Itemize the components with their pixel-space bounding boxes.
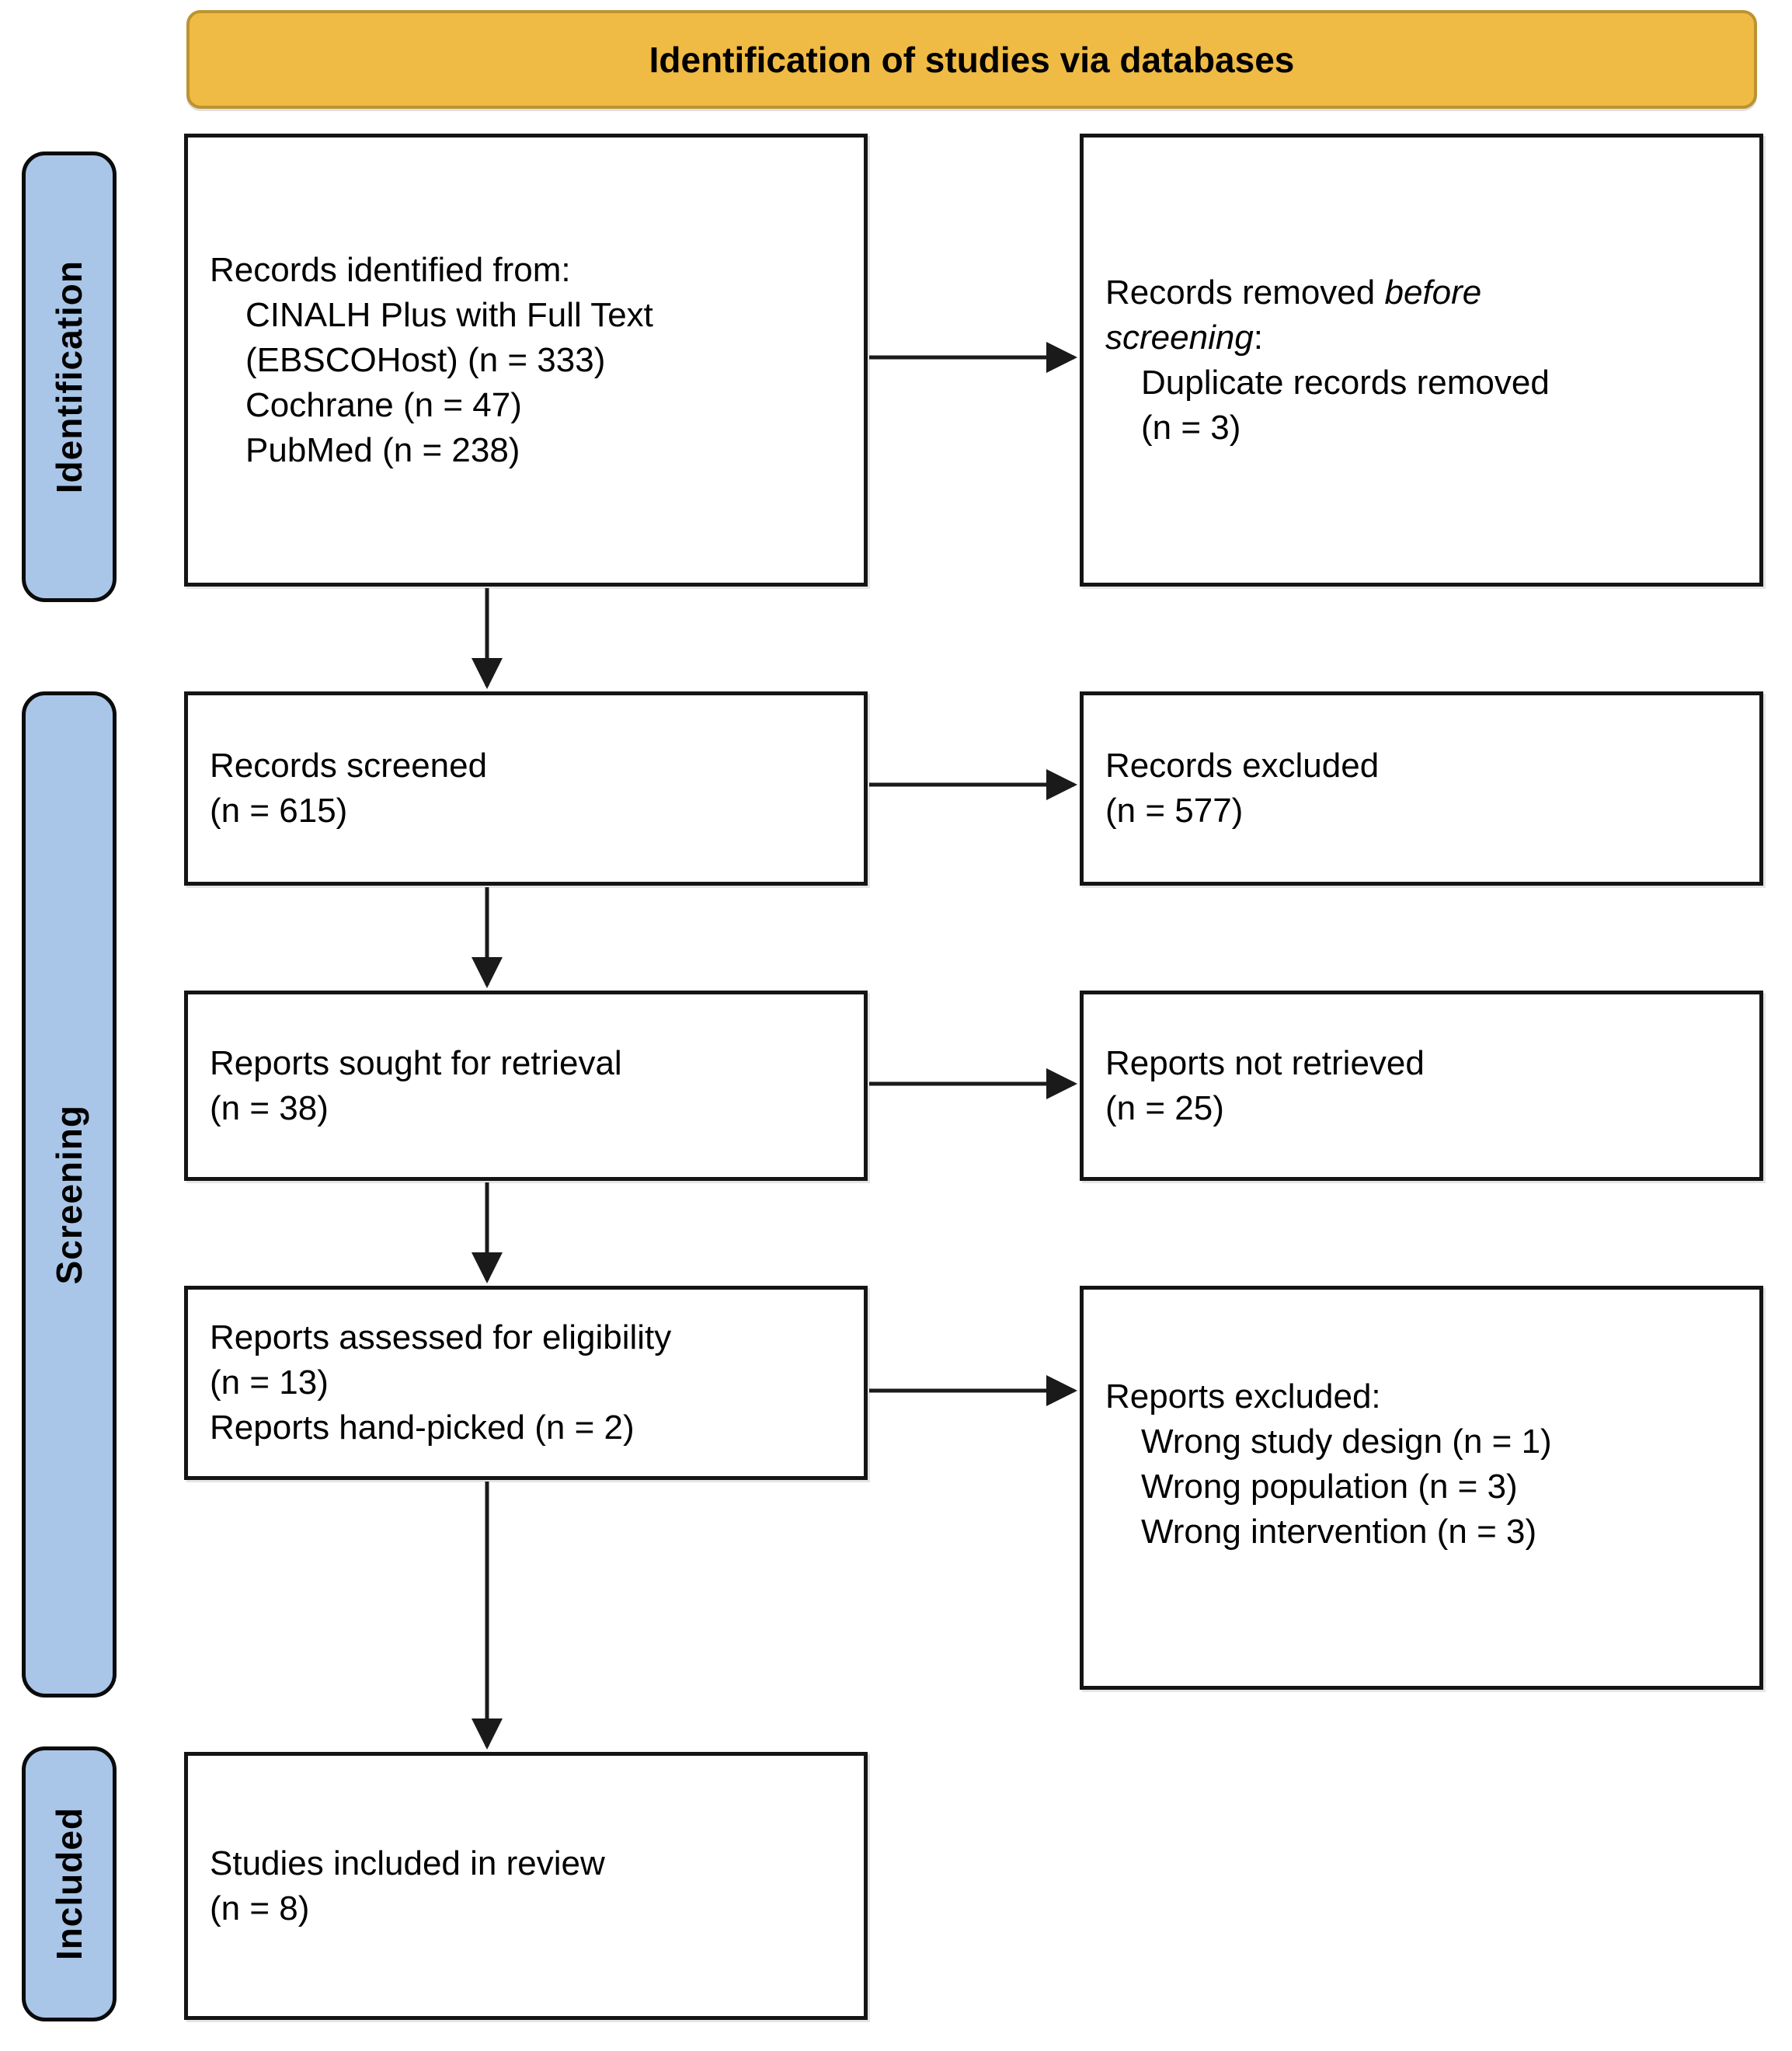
normal-text: Records removed [1105, 273, 1385, 312]
box-reports-assessed: Reports assessed for eligibility (n = 13… [184, 1286, 868, 1480]
box-line: CINALH Plus with Full Text [245, 295, 653, 334]
box-reports-excluded: Reports excluded: Wrong study design (n … [1080, 1286, 1763, 1690]
box-line: Reports not retrieved [1105, 1043, 1425, 1082]
box-line: Wrong study design (n = 1) [1141, 1422, 1552, 1461]
box-records-screened-text: Records screened (n = 615) [188, 736, 864, 841]
box-line: (n = 3) [1141, 408, 1241, 447]
box-line: Reports sought for retrieval [210, 1043, 622, 1082]
box-line: Studies included in review [210, 1844, 605, 1882]
box-line: Reports assessed for eligibility [210, 1318, 672, 1356]
box-line: (n = 577) [1105, 792, 1244, 830]
box-reports-excluded-text: Reports excluded: Wrong study design (n … [1084, 1367, 1759, 1609]
box-line: Reports hand-picked (n = 2) [210, 1409, 635, 1447]
box-records-excluded: Records excluded (n = 577) [1080, 691, 1763, 886]
box-line: (EBSCOHost) (n = 333) [245, 340, 606, 379]
box-reports-not-retrieved-text: Reports not retrieved (n = 25) [1084, 1033, 1759, 1139]
box-line: Records identified from: [210, 250, 571, 289]
box-line: Records removed before [1105, 270, 1738, 315]
box-records-identified: Records identified from: CINALH Plus wit… [184, 134, 868, 587]
box-line: Wrong population (n = 3) [1141, 1468, 1518, 1506]
box-line: PubMed (n = 238) [245, 430, 520, 469]
stage-label-screening: Screening [22, 691, 117, 1698]
box-line: (n = 38) [210, 1088, 329, 1127]
diagram-title: Identification of studies via databases [649, 39, 1295, 80]
box-line: (n = 13) [210, 1363, 329, 1402]
box-line: Cochrane (n = 47) [245, 385, 522, 424]
italic-text: before [1384, 273, 1482, 312]
italic-text: screening [1105, 318, 1254, 357]
box-reports-assessed-text: Reports assessed for eligibility (n = 13… [188, 1308, 864, 1458]
box-line: Reports excluded: [1105, 1377, 1381, 1416]
box-studies-included-text: Studies included in review (n = 8) [188, 1833, 864, 1939]
box-records-screened: Records screened (n = 615) [184, 691, 868, 886]
box-line: (n = 615) [210, 792, 348, 830]
stage-label-identification-text: Identification [49, 259, 89, 494]
box-reports-sought: Reports sought for retrieval (n = 38) [184, 991, 868, 1181]
diagram-title-banner: Identification of studies via databases [186, 10, 1757, 109]
box-line: screening: [1105, 315, 1738, 360]
box-line: (n = 8) [210, 1889, 310, 1927]
box-records-identified-text: Records identified from: CINALH Plus wit… [188, 240, 864, 481]
box-line: Duplicate records removed [1141, 363, 1550, 402]
stage-label-identification: Identification [22, 151, 117, 602]
stage-label-included: Included [22, 1746, 117, 2021]
box-records-removed: Records removed before screening: Duplic… [1080, 134, 1763, 587]
normal-text: : [1253, 318, 1264, 357]
box-records-excluded-text: Records excluded (n = 577) [1084, 736, 1759, 841]
stage-label-included-text: Included [49, 1807, 89, 1961]
stage-label-screening-text: Screening [49, 1104, 89, 1285]
box-studies-included: Studies included in review (n = 8) [184, 1752, 868, 2020]
box-line: Wrong intervention (n = 3) [1141, 1513, 1537, 1551]
box-records-removed-text: Records removed before screening: Duplic… [1084, 263, 1759, 458]
box-line: Records excluded [1105, 747, 1380, 785]
box-reports-sought-text: Reports sought for retrieval (n = 38) [188, 1033, 864, 1139]
box-line: (n = 25) [1105, 1088, 1224, 1127]
box-line: Records screened [210, 747, 488, 785]
box-reports-not-retrieved: Reports not retrieved (n = 25) [1080, 991, 1763, 1181]
